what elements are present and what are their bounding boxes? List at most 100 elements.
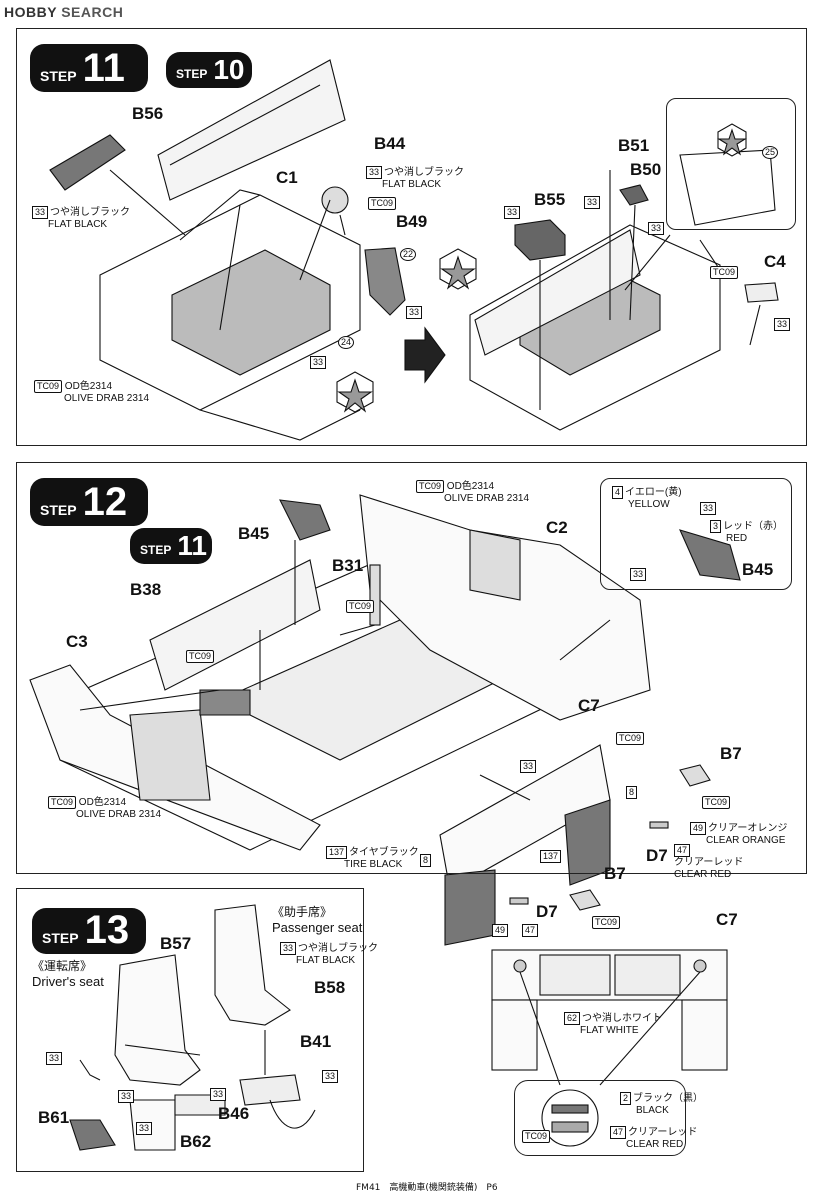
part-d7-label-a: D7 [646,846,668,865]
tc-code: TC09 [34,380,63,393]
paint-code: 4 [612,486,624,499]
od-top-paint-note: TC09 OD色2314 OLIVE DRAB 2314 [416,480,529,505]
b50-paint-note: 33 [648,222,666,235]
step-word: STEP [40,502,77,518]
paint-code: 33 [630,568,647,581]
paint-code: 137 [540,850,562,863]
lamp-detail-inset [514,1080,686,1156]
paint-jp: クリアーレッド [674,857,744,868]
seat-paint-33a: 33 [46,1052,64,1065]
paint-en: OLIVE DRAB 2314 [64,393,150,404]
paint-en: BLACK [636,1105,669,1116]
paint-code: 2 [620,1092,632,1105]
decal-number: 22 [400,248,417,261]
paint-en: RED [726,533,748,544]
paint-en: FLAT BLACK [296,955,356,966]
watermark-brand: HOBBY [4,4,57,20]
part-b50-label: B50 [630,160,662,179]
paint-jp: つや消しホワイト [582,1013,663,1024]
paint-code: 33 [774,318,791,331]
lamp-tc-note: TC09 [522,1130,551,1143]
paint-code: 33 [520,760,537,773]
step-number: 10 [213,54,245,85]
paint-en: CLEAR RED [674,869,732,880]
decal-number: 25 [762,146,779,159]
tc-code: TC09 [186,650,215,663]
paint-en: OLIVE DRAB 2314 [76,809,162,820]
page-footer: FM41 高機動車(機関銃装備) P6 [356,1183,498,1193]
paint-en: TIRE BLACK [344,859,403,870]
passenger-en: Passenger seat [272,920,363,935]
part-b45-label: B45 [238,524,270,543]
part-c7-label: C7 [578,696,600,715]
tc-code: TC09 [48,796,77,809]
paint-jp: タイヤブラック [349,847,419,858]
paint-code: 137 [326,846,348,859]
c7-paint-33: 33 [520,760,538,773]
b7-tc-a: TC09 [702,796,731,809]
step-word: STEP [176,67,208,81]
paint-jp: OD色2314 [446,481,495,492]
passenger-seat-heading: 《助手席》 Passenger seat [272,904,362,936]
part-b7-label-b: B7 [604,864,626,883]
tc-code: TC09 [346,600,375,613]
paint-jp: OD色2314 [78,797,127,808]
ext-paint-note-1: 33 [700,502,718,515]
step13-panel [16,888,364,1172]
step10-sub-badge: STEP 10 [166,52,252,88]
b44-tc-note: TC09 [368,197,397,210]
c4-tc-note: TC09 [710,266,739,279]
decal24-note: 24 [338,336,356,349]
step13-badge: STEP 13 [32,908,146,954]
tc-code: TC09 [702,796,731,809]
part-b46-label: B46 [218,1104,250,1123]
part-b61-label: B61 [38,1108,70,1127]
step-number: 12 [82,480,128,524]
paint-code: 33 [210,1088,227,1101]
paint-code: 47 [674,844,691,857]
paint-code: 33 [700,502,717,515]
step-number: 13 [84,908,130,952]
c7-paint-8a: 8 [626,786,639,799]
paint-code: 33 [136,1122,153,1135]
paint-code: 33 [46,1052,63,1065]
step-number: 11 [177,530,207,561]
b55-paint-note: 33 [504,206,522,219]
step12-badge: STEP 12 [30,478,148,526]
step-word: STEP [40,68,77,84]
paint-code: 33 [32,206,49,219]
paint-code: 62 [564,1012,581,1025]
paint-code: 33 [504,206,521,219]
part-b44-label: B44 [374,134,406,153]
seat-paint-33b: 33 [118,1090,136,1103]
step11-sub-badge: STEP 11 [130,528,212,564]
paint-code: 33 [406,306,423,319]
hobby-search-watermark: HOBBY SEARCH [4,4,123,20]
paint-jp: つや消しブラック [384,167,465,178]
part-b38-label: B38 [130,580,162,599]
paint-code: 33 [366,166,383,179]
step11-detail-inset [666,98,796,230]
tc-code: TC09 [416,480,445,493]
seat-paint-33e: 33 [136,1122,154,1135]
paint-code: 33 [584,196,601,209]
c4-paint-note: 33 [774,318,792,331]
paint-en: CLEAR ORANGE [706,835,786,846]
part-b55-label: B55 [534,190,566,209]
paint-jp: クリアーオレンジ [708,823,788,834]
d7-paint-49: 49 [492,924,510,937]
od-left-paint-note: TC09 OD色2314 OLIVE DRAB 2314 [48,796,161,821]
part-b58-label: B58 [314,978,346,997]
part-d7-label-b: D7 [536,902,558,921]
driver-jp: 《運転席》 [32,959,93,973]
tc-code: TC09 [368,197,397,210]
tc-code: TC09 [710,266,739,279]
part-b51-label: B51 [618,136,650,155]
paint-jp: イエロー(黄) [625,487,682,498]
